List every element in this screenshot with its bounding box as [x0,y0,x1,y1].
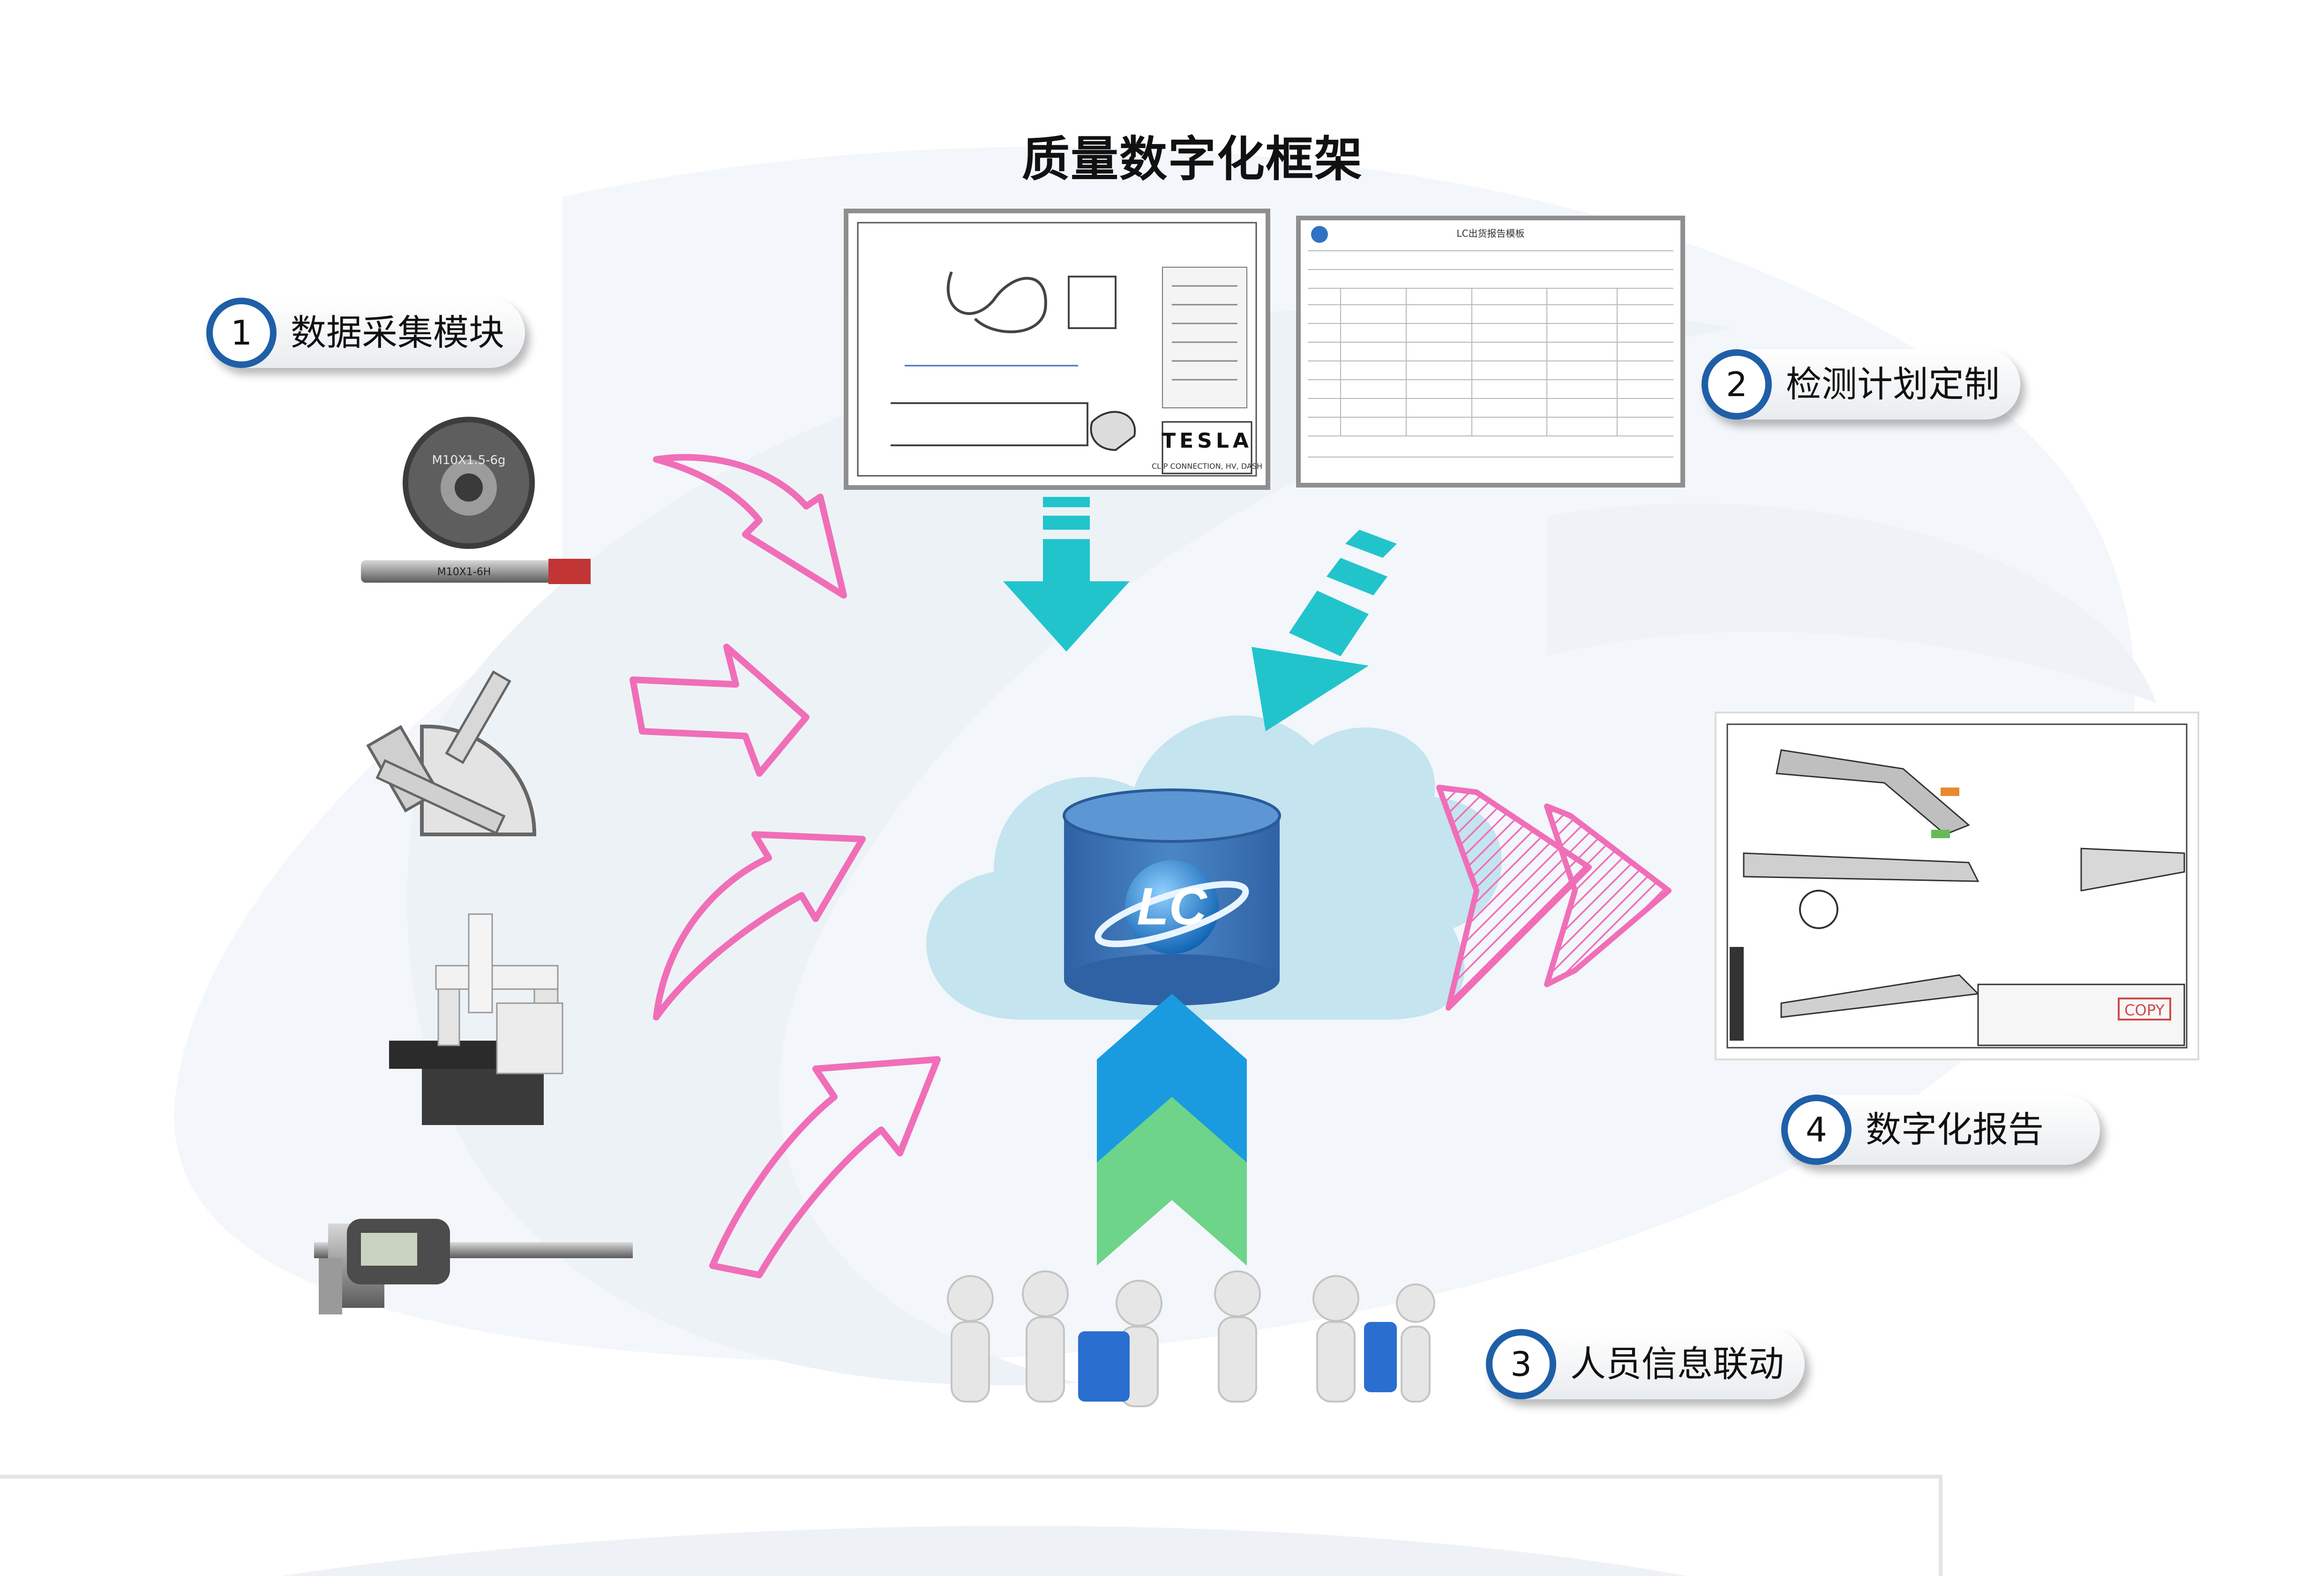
bevel-protractor [366,670,537,836]
input-arrow-2 [630,644,810,777]
input-arrow-4 [709,1056,941,1278]
output-arrow-1 [1436,785,1592,1011]
diagram-title: 质量数字化框架 [1022,132,1363,188]
blue-chevron [1097,994,1247,1163]
output-arrow-2 [1544,803,1672,987]
puzzle-piece-icon [1078,1331,1130,1402]
digital-report-sheet [1715,712,2199,1060]
teal-arrow-left [1003,497,1130,652]
module-number: 2 [1702,349,1772,420]
bottom-panel [0,1475,1942,1576]
module-badge-data-collection: 1 数据采集模块 [206,298,525,368]
module-number: 4 [1781,1095,1852,1165]
lc-logo-icon [1125,860,1219,954]
report-output-arrows [1436,785,1672,1011]
module-badge-personnel: 3 人员信息联动 [1486,1329,1805,1399]
ring-gauge-text: M10X1.5-6g [432,453,505,467]
input-arrow-1 [653,454,847,599]
module-label: 数据采集模块 [291,312,504,353]
green-chevron [1097,1092,1247,1266]
engineering-drawing [844,209,1270,490]
report-stamp: COPY [2124,1001,2165,1019]
drawing-brand: TESLA [1162,429,1252,453]
lc-logo-text: LC [1137,877,1207,936]
module-label: 检测计划定制 [1786,363,2000,405]
module-label: 数字化报告 [1866,1109,2044,1150]
module-badge-inspection-plan: 2 检测计划定制 [1702,349,2020,420]
coordinate-measuring-machine [389,913,563,1125]
module-label: 人员信息联动 [1570,1343,1784,1385]
inspection-plan-sheet [1296,216,1685,488]
teal-arrow-right [1252,530,1397,731]
plan-download-arrows [1003,497,1397,731]
personnel-upload-arrows [1097,994,1247,1266]
plug-gauge-text: M10X1-6H [437,566,491,578]
module-badge-digital-report: 4 数字化报告 [1781,1095,2100,1165]
data-input-arrows [630,454,941,1278]
input-arrow-3 [653,831,866,1021]
module-number: 1 [206,298,277,368]
puzzle-piece-icon [1364,1322,1397,1392]
digital-caliper [314,1219,633,1314]
drawing-caption: CLIP CONNECTION, HV, DASH [1152,462,1262,471]
database-cylinder [1063,788,1281,1006]
module-number: 3 [1486,1329,1556,1399]
thread-gauges [361,417,591,584]
plan-sheet-heading: LC出货报告模板 [1456,228,1524,239]
team-figures [947,1270,1435,1407]
